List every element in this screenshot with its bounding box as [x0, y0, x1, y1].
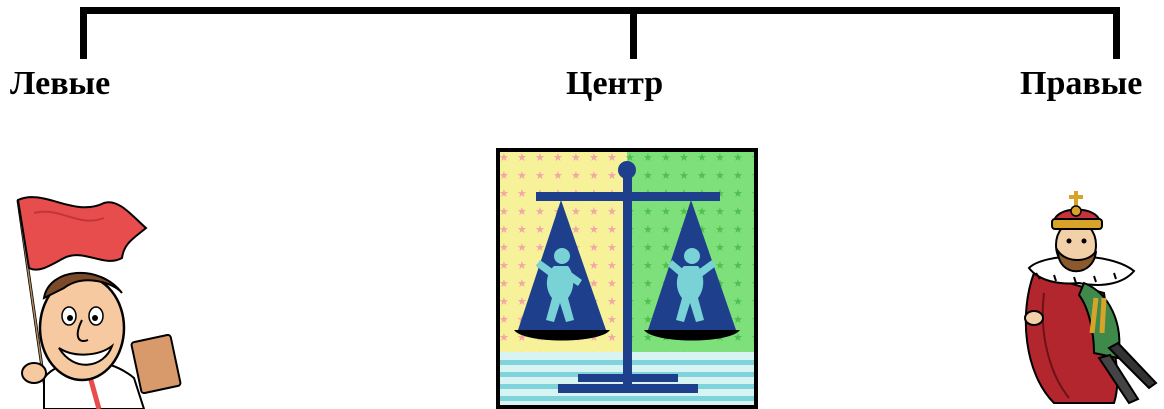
spectrum-bracket-top — [80, 7, 1120, 14]
politician-with-flag-image — [4, 188, 200, 409]
balance-scales-image: ★ ★ — [496, 148, 758, 409]
spectrum-bracket-left-tick — [80, 7, 87, 59]
center-label: Центр — [566, 62, 663, 106]
spectrum-bracket-right-tick — [1113, 7, 1120, 59]
king-with-crown-image — [1014, 183, 1164, 409]
right-label: Правые — [1020, 62, 1142, 106]
spectrum-bracket-center-tick — [630, 7, 637, 59]
left-label: Левые — [10, 62, 110, 106]
